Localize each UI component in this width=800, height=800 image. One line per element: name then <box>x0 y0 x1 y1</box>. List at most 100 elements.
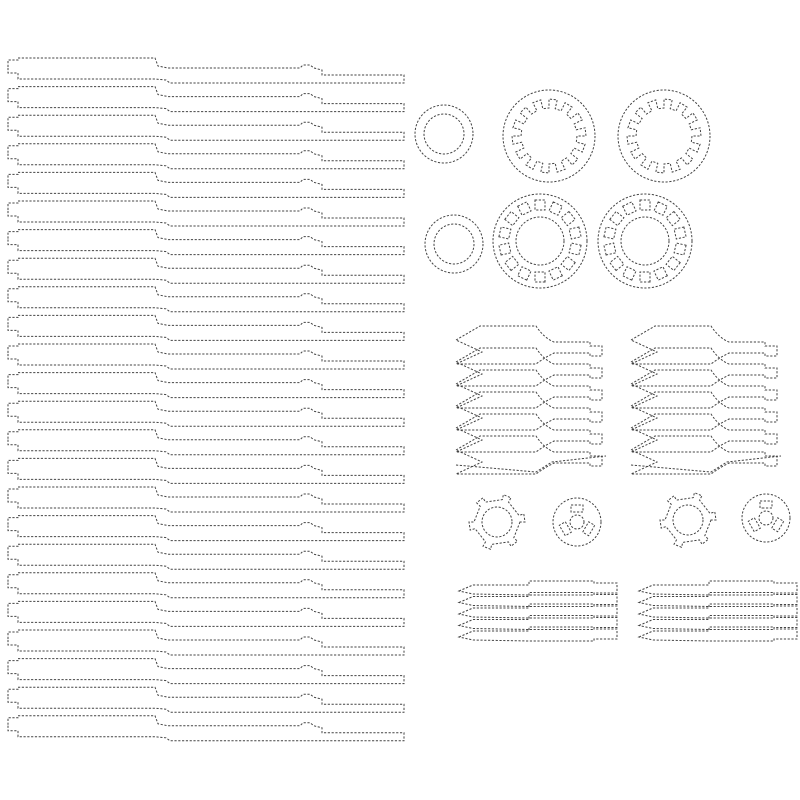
blade-piece <box>637 603 798 619</box>
notched-ring-teeth <box>626 98 702 174</box>
fin-piece <box>454 391 603 431</box>
strip-group <box>7 57 405 742</box>
ring-slot <box>653 201 668 216</box>
ring-slot <box>653 266 668 281</box>
fin-piece <box>454 369 603 409</box>
strip-13 <box>7 400 405 427</box>
gear-group <box>468 492 791 550</box>
ring-slot <box>560 255 576 272</box>
blade-piece <box>457 626 618 642</box>
fin-piece <box>454 325 603 365</box>
plain-ring-outer <box>424 214 484 274</box>
fin-edge <box>455 455 607 473</box>
plain-ring-outer <box>414 104 474 164</box>
ring-slot <box>560 210 576 227</box>
strip-15 <box>7 457 405 484</box>
hub-slot <box>770 517 785 533</box>
blade-piece <box>637 626 798 642</box>
notched-ring-teeth <box>511 98 587 174</box>
slotted-ring-inner <box>515 216 565 266</box>
strip-24 <box>7 715 405 742</box>
fin-piece <box>629 413 778 453</box>
strip-7 <box>7 229 405 256</box>
strip-12 <box>7 372 405 399</box>
blade-piece <box>457 603 618 619</box>
ring-slot <box>517 266 532 281</box>
fin-piece <box>454 347 603 387</box>
strip-11 <box>7 343 405 370</box>
ring-slot <box>609 210 625 227</box>
ring-slot <box>568 226 582 240</box>
small-gear-hole <box>672 504 704 536</box>
plain-ring-inner <box>433 223 475 265</box>
blade-piece <box>637 580 798 596</box>
hub-slot <box>759 500 773 509</box>
fin-piece <box>629 435 778 475</box>
fin-edge <box>630 455 782 473</box>
ring-slot <box>639 199 651 211</box>
strip-10 <box>7 314 405 341</box>
strip-19 <box>7 572 405 599</box>
hub-disk-center <box>569 514 585 530</box>
ring-slot <box>504 255 520 272</box>
strip-14 <box>7 429 405 456</box>
fin-piece <box>629 369 778 409</box>
fin-piece <box>454 435 603 475</box>
notched-ring-outer <box>617 89 711 183</box>
small-gear-outer <box>659 492 717 548</box>
ring-slot <box>517 201 532 216</box>
fin-set-group <box>454 325 782 475</box>
ring-slot <box>534 271 546 283</box>
strip-21 <box>7 629 405 656</box>
strip-18 <box>7 543 405 570</box>
ring-slot <box>609 255 625 272</box>
fin-piece <box>629 325 778 365</box>
hub-slot <box>558 521 573 537</box>
strip-22 <box>7 658 405 685</box>
hub-slot <box>570 504 584 513</box>
ring-slot <box>622 201 637 216</box>
ring-slot <box>603 226 617 240</box>
ring-slot <box>498 226 512 240</box>
blade-piece <box>637 615 798 630</box>
fin-piece <box>629 347 778 387</box>
strip-9 <box>7 286 405 313</box>
ring-slot <box>568 242 582 256</box>
ring-slot <box>548 266 563 281</box>
ring-slot <box>673 242 687 256</box>
strip-23 <box>7 686 405 713</box>
ring-slot <box>622 266 637 281</box>
ring-slot <box>603 242 617 256</box>
strip-8 <box>7 257 405 284</box>
strip-16 <box>7 486 405 513</box>
strip-1 <box>7 57 405 84</box>
ring-slot <box>504 210 520 227</box>
hub-disk-outer <box>741 493 791 543</box>
slotted-ring-inner <box>620 216 670 266</box>
strip-5 <box>7 171 405 198</box>
slotted-ring-outer <box>597 193 693 289</box>
hub-slot <box>747 517 762 533</box>
ring-slot <box>534 199 546 211</box>
fin-piece <box>629 391 778 431</box>
ring-group <box>414 89 711 289</box>
strip-20 <box>7 600 405 627</box>
plain-ring-inner <box>423 113 465 155</box>
strip-6 <box>7 200 405 227</box>
blade-piece <box>637 592 798 607</box>
ring-slot <box>639 271 651 283</box>
fin-piece <box>454 413 603 453</box>
hub-disk-outer <box>552 497 602 547</box>
small-gear-hole <box>481 506 513 538</box>
hub-slot <box>581 521 596 537</box>
ring-slot <box>665 255 681 272</box>
strip-17 <box>7 515 405 542</box>
ring-slot <box>673 226 687 240</box>
blade-set-group <box>457 580 798 642</box>
ring-slot <box>548 201 563 216</box>
strip-3 <box>7 114 405 141</box>
blade-piece <box>457 615 618 630</box>
small-gear-outer <box>468 494 526 550</box>
blade-piece <box>457 592 618 607</box>
